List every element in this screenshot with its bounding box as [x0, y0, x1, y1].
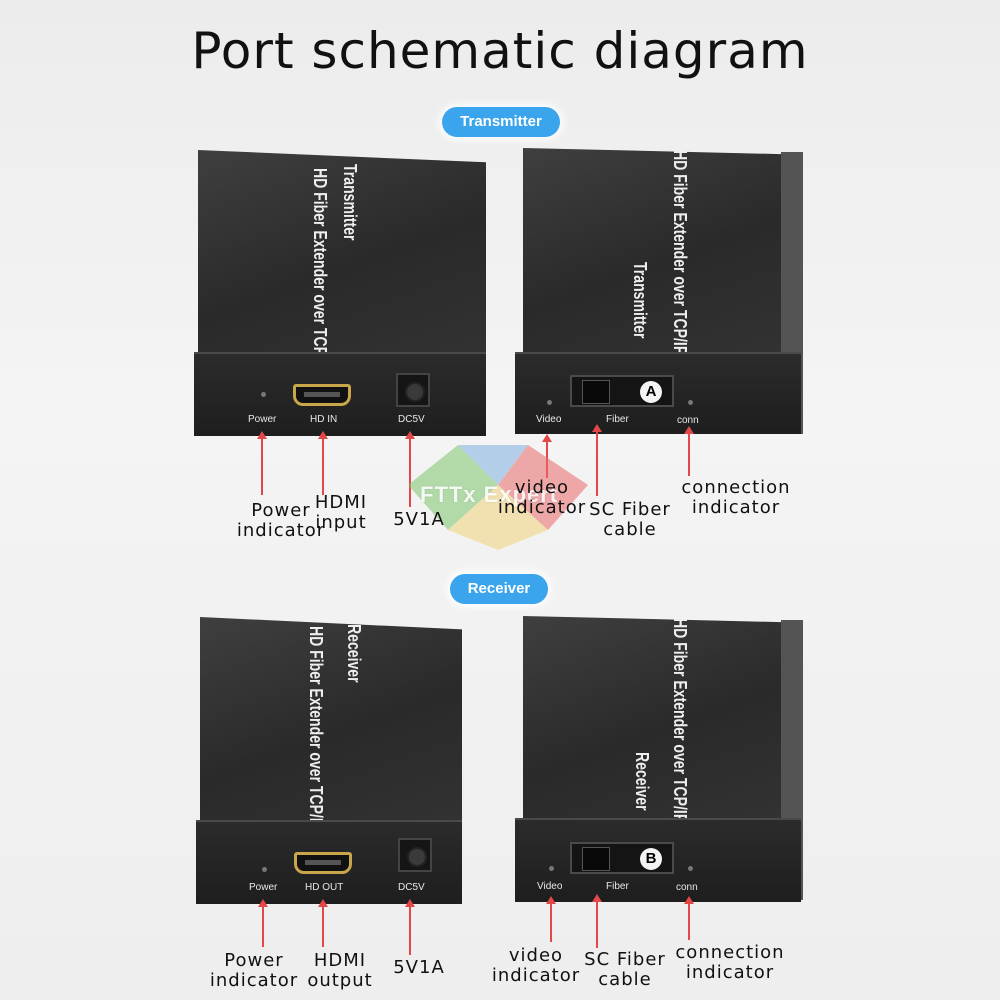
hdmi-in-port — [293, 384, 351, 406]
callout-line: indicator — [491, 965, 581, 986]
conn-led — [688, 400, 693, 405]
power-pointer — [257, 431, 267, 495]
port-badge: B — [640, 848, 662, 870]
video-pointer — [546, 896, 556, 942]
power-port-label: Power — [248, 414, 277, 425]
device-top-face — [198, 150, 486, 355]
conn-pointer — [684, 896, 694, 940]
video-port-label: Video — [536, 414, 562, 425]
connection-indicator-callout: connection indicator — [670, 943, 790, 983]
device-role-text: Receiver — [344, 624, 364, 683]
power-led — [261, 392, 266, 397]
callout-line: Power — [251, 500, 311, 521]
port-badge: A — [640, 381, 662, 403]
fiber-pointer — [592, 424, 602, 496]
callout-line: indicator — [497, 497, 587, 518]
watermark-logo — [408, 445, 588, 550]
callout-line: SC Fiber — [589, 499, 671, 520]
callout-line: video — [514, 477, 570, 498]
device-role-text: Transmitter — [630, 262, 650, 339]
callout-line: indicator — [209, 970, 299, 991]
dc-power-jack — [396, 373, 430, 407]
dc-port-label: DC5V — [398, 414, 425, 425]
hdmi-port-label: HD IN — [310, 414, 338, 425]
callout-line: connection — [681, 477, 791, 498]
conn-led — [688, 866, 693, 871]
video-indicator-callout: video indicator — [492, 478, 592, 518]
sc-connector — [582, 380, 610, 404]
device-top-face — [523, 616, 781, 820]
power-pointer — [258, 899, 268, 947]
dc-5v1a-callout: 5V1A — [384, 958, 454, 978]
fiber-pointer — [592, 894, 602, 948]
sc-fiber-port: B — [570, 842, 674, 874]
power-indicator-callout: Power indicator — [222, 501, 340, 541]
callout-line: Power — [224, 950, 284, 971]
dc-pointer — [405, 431, 415, 507]
power-port-label: Power — [249, 882, 278, 893]
power-led — [262, 867, 267, 872]
callout-line: indicator — [236, 520, 326, 541]
device-model-text: HD Fiber Extender over TCP/IP — [670, 150, 690, 356]
conn-port-label: conn — [676, 882, 698, 893]
callout-line: input — [315, 512, 367, 533]
sc-connector — [582, 847, 610, 871]
dc-power-jack — [398, 838, 432, 872]
device-top-face — [200, 617, 462, 823]
hdmi-input-callout: HDMI input — [306, 493, 376, 533]
device-role-text: Receiver — [632, 752, 652, 811]
video-led — [549, 866, 554, 871]
callout-line: video — [508, 945, 564, 966]
power-indicator-callout: Power indicator — [204, 951, 304, 991]
video-indicator-callout: video indicator — [486, 946, 586, 986]
callout-line: indicator — [691, 497, 781, 518]
hdmi-output-callout: HDMI output — [300, 951, 380, 991]
hdmi-port-label: HD OUT — [305, 882, 344, 893]
device-role-text: Transmitter — [340, 164, 360, 241]
hdmi-out-port — [294, 852, 352, 874]
fiber-port-label: Fiber — [606, 414, 629, 425]
callout-line: indicator — [685, 962, 775, 983]
callout-line: SC Fiber — [584, 949, 666, 970]
device-top-face — [523, 148, 781, 352]
fiber-port-label: Fiber — [606, 881, 629, 892]
callout-line: cable — [603, 519, 657, 540]
video-port-label: Video — [537, 881, 563, 892]
conn-pointer — [684, 426, 694, 476]
receiver-section-label: Receiver — [450, 574, 548, 604]
device-model-text: HD Fiber Extender over TCP/IP — [670, 618, 690, 824]
callout-line: 5V1A — [393, 509, 445, 530]
callout-line: HDMI — [314, 492, 368, 513]
device-model-text: HD Fiber Extender over TCP/IP — [310, 168, 330, 374]
watermark-text: FTTx Expert — [420, 482, 559, 507]
hdmi-pointer — [318, 431, 328, 495]
connection-indicator-callout: connection indicator — [676, 478, 796, 518]
conn-port-label: conn — [677, 415, 699, 426]
sc-fiber-callout: SC Fiber cable — [577, 950, 673, 990]
callout-line: output — [307, 970, 373, 991]
page-title: Port schematic diagram — [191, 22, 809, 80]
callout-line: HDMI — [313, 950, 367, 971]
callout-line: 5V1A — [393, 957, 445, 978]
callout-line: connection — [675, 942, 785, 963]
device-model-text: HD Fiber Extender over TCP/IP — [306, 626, 326, 832]
sc-fiber-port: A — [570, 375, 674, 407]
video-led — [547, 400, 552, 405]
sc-fiber-callout: SC Fiber cable — [582, 500, 678, 540]
dc-port-label: DC5V — [398, 882, 425, 893]
callout-line: cable — [598, 969, 652, 990]
dc-pointer — [405, 899, 415, 955]
dc-5v1a-callout: 5V1A — [384, 510, 454, 530]
transmitter-section-label: Transmitter — [442, 107, 560, 137]
hdmi-pointer — [318, 899, 328, 947]
